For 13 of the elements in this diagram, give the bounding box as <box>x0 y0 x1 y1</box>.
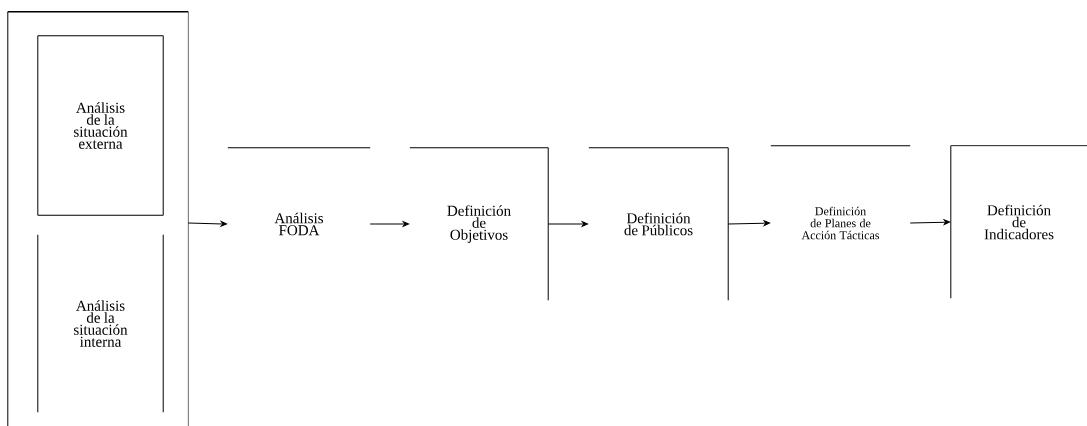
arrow <box>187 221 228 227</box>
process-box: Definición de Indicadores <box>950 145 1087 299</box>
process-box: Definición de Públicos <box>588 147 729 301</box>
arrow <box>547 221 589 227</box>
frame-box <box>7 11 189 426</box>
process-box: Definición de Planes de Acción Tácticas <box>770 145 911 240</box>
arrow <box>369 221 410 227</box>
process-box: Análisis FODA <box>227 147 371 236</box>
process-box: Análisis de la situación interna <box>37 234 164 413</box>
process-box: Definición de Objetivos <box>409 147 549 301</box>
process-box: Análisis de la situación externa <box>37 35 164 216</box>
arrow <box>727 220 771 226</box>
arrow <box>909 219 951 225</box>
